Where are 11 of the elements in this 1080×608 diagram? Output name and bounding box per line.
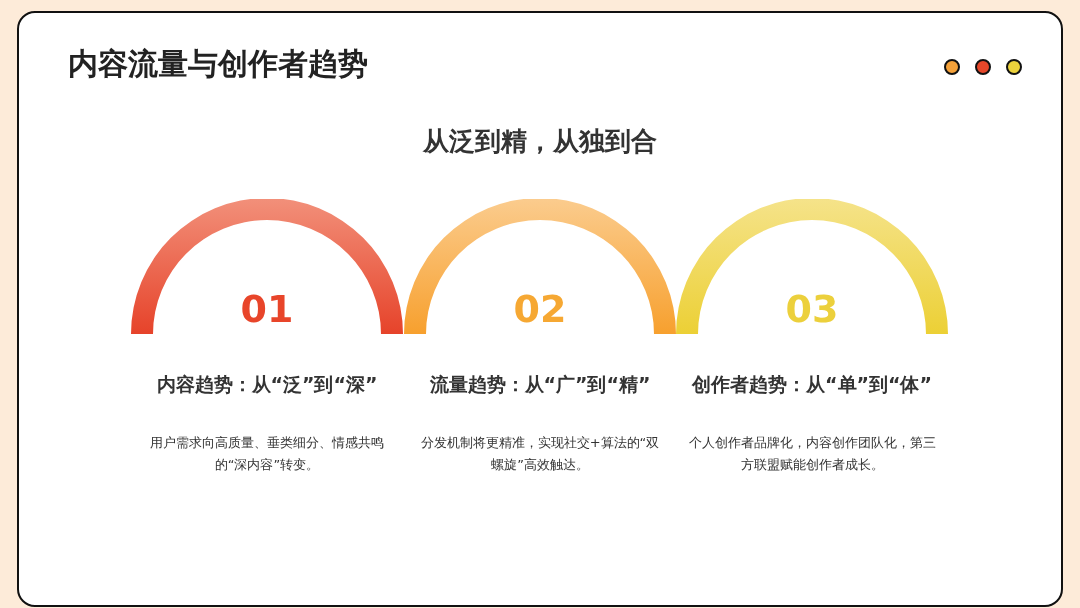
step-number: 02 — [512, 287, 568, 331]
slide-title: 内容流量与创作者趋势 — [68, 45, 368, 83]
item-description: 用户需求向高质量、垂类细分、情感共鸣的“深内容”转变。 — [149, 434, 385, 474]
item-description: 个人创作者品牌化，内容创作团队化，第三方联盟赋能创作者成长。 — [687, 434, 937, 474]
item-heading: 创作者趋势：从“单”到“体” — [692, 372, 932, 397]
item-heading: 内容趋势：从“泛”到“深” — [155, 372, 379, 397]
step-number: 03 — [784, 287, 840, 331]
item-heading: 流量趋势：从“广”到“精” — [428, 372, 652, 397]
subtitle: 从泛到精，从独到合 — [421, 125, 658, 158]
step-number: 01 — [239, 287, 295, 331]
item-description: 分发机制将更精准，实现社交+算法的“双螺旋”高效触达。 — [419, 434, 661, 474]
